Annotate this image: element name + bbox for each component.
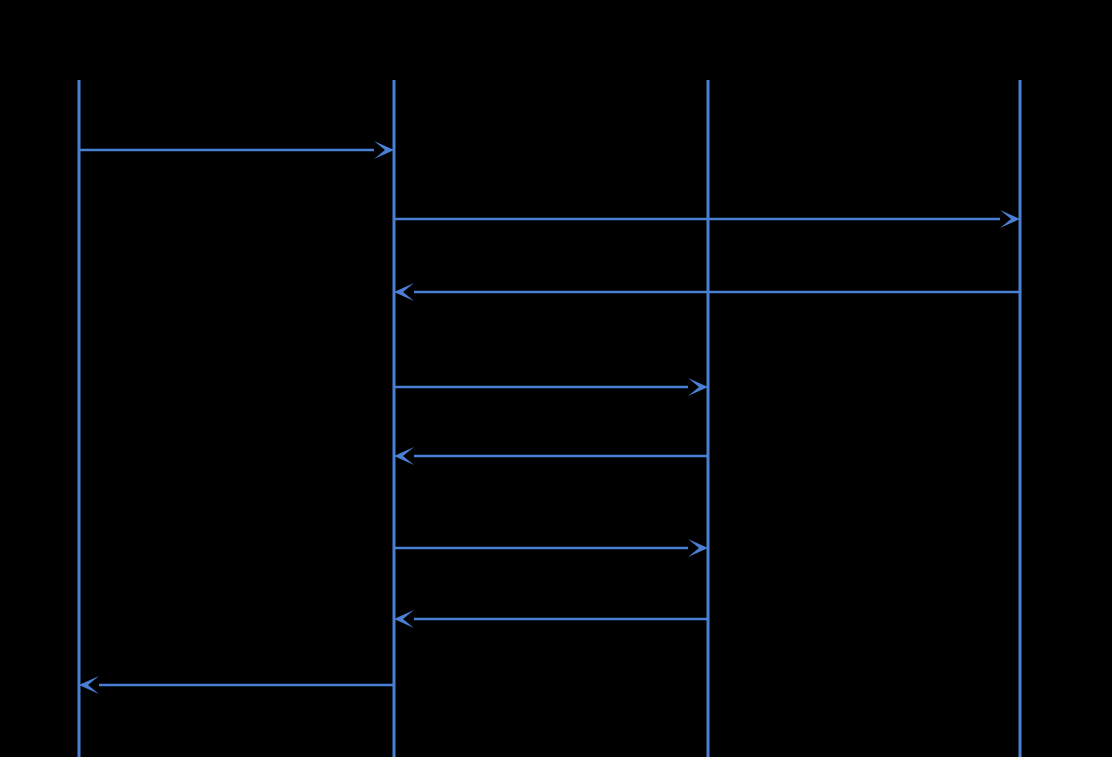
message-3[interactable]: [394, 283, 1020, 301]
message-1[interactable]: [79, 141, 394, 159]
message-6[interactable]: [394, 539, 708, 557]
message-8[interactable]: [79, 676, 394, 694]
messages-group: [79, 141, 1020, 694]
message-arrowhead: [394, 283, 414, 301]
message-arrowhead: [688, 378, 708, 396]
message-4[interactable]: [394, 378, 708, 396]
message-arrowhead: [1000, 210, 1020, 228]
message-arrowhead: [394, 610, 414, 628]
message-arrowhead: [394, 447, 414, 465]
message-5[interactable]: [394, 447, 708, 465]
message-2[interactable]: [394, 210, 1020, 228]
message-arrowhead: [374, 141, 394, 159]
message-arrowhead: [79, 676, 99, 694]
message-7[interactable]: [394, 610, 708, 628]
message-arrowhead: [688, 539, 708, 557]
lifelines-group: [77, 80, 1022, 757]
